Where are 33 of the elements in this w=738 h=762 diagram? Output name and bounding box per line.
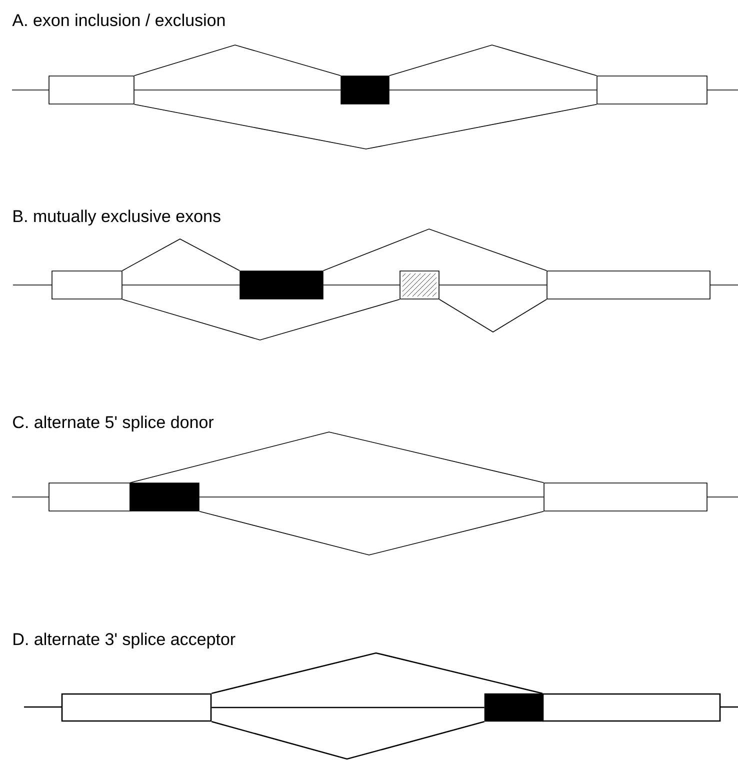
exon-box: [48, 482, 130, 512]
exon-box: [542, 693, 721, 722]
exon-box: [52, 270, 122, 300]
intron-line: [439, 284, 547, 286]
intron-line: [212, 706, 484, 708]
exon-box: [596, 76, 708, 104]
exon-box: [240, 270, 324, 300]
splice-line: [211, 721, 485, 760]
panel-title: D. alternate 3' splice acceptor: [14, 632, 236, 649]
panel-title: C. alternate 5' splice donor: [13, 416, 214, 432]
exon-box: [400, 270, 440, 300]
splice-line: [134, 104, 597, 150]
intron-line: [199, 496, 544, 498]
intron-line: [122, 284, 240, 286]
exon-box: [544, 482, 708, 512]
exon-box: [48, 76, 134, 104]
exon-box: [340, 76, 390, 104]
splice-line: [199, 511, 544, 556]
splice-line: [389, 44, 597, 76]
splice-line: [134, 44, 341, 76]
splice-line: [122, 238, 240, 271]
panel-title: B. mutually exclusive exons: [14, 210, 220, 226]
splice-line: [122, 299, 400, 340]
exon-box: [484, 693, 544, 722]
exon-box: [546, 270, 710, 300]
panel-title: A. exon inclusion / exclusion: [12, 14, 225, 26]
exon-box: [130, 482, 200, 512]
intron-line: [323, 284, 400, 286]
exon-box: [61, 693, 212, 722]
splice-line: [212, 652, 543, 694]
splice-line: [130, 432, 544, 483]
splice-line: [323, 228, 547, 271]
splice-line: [439, 299, 547, 332]
